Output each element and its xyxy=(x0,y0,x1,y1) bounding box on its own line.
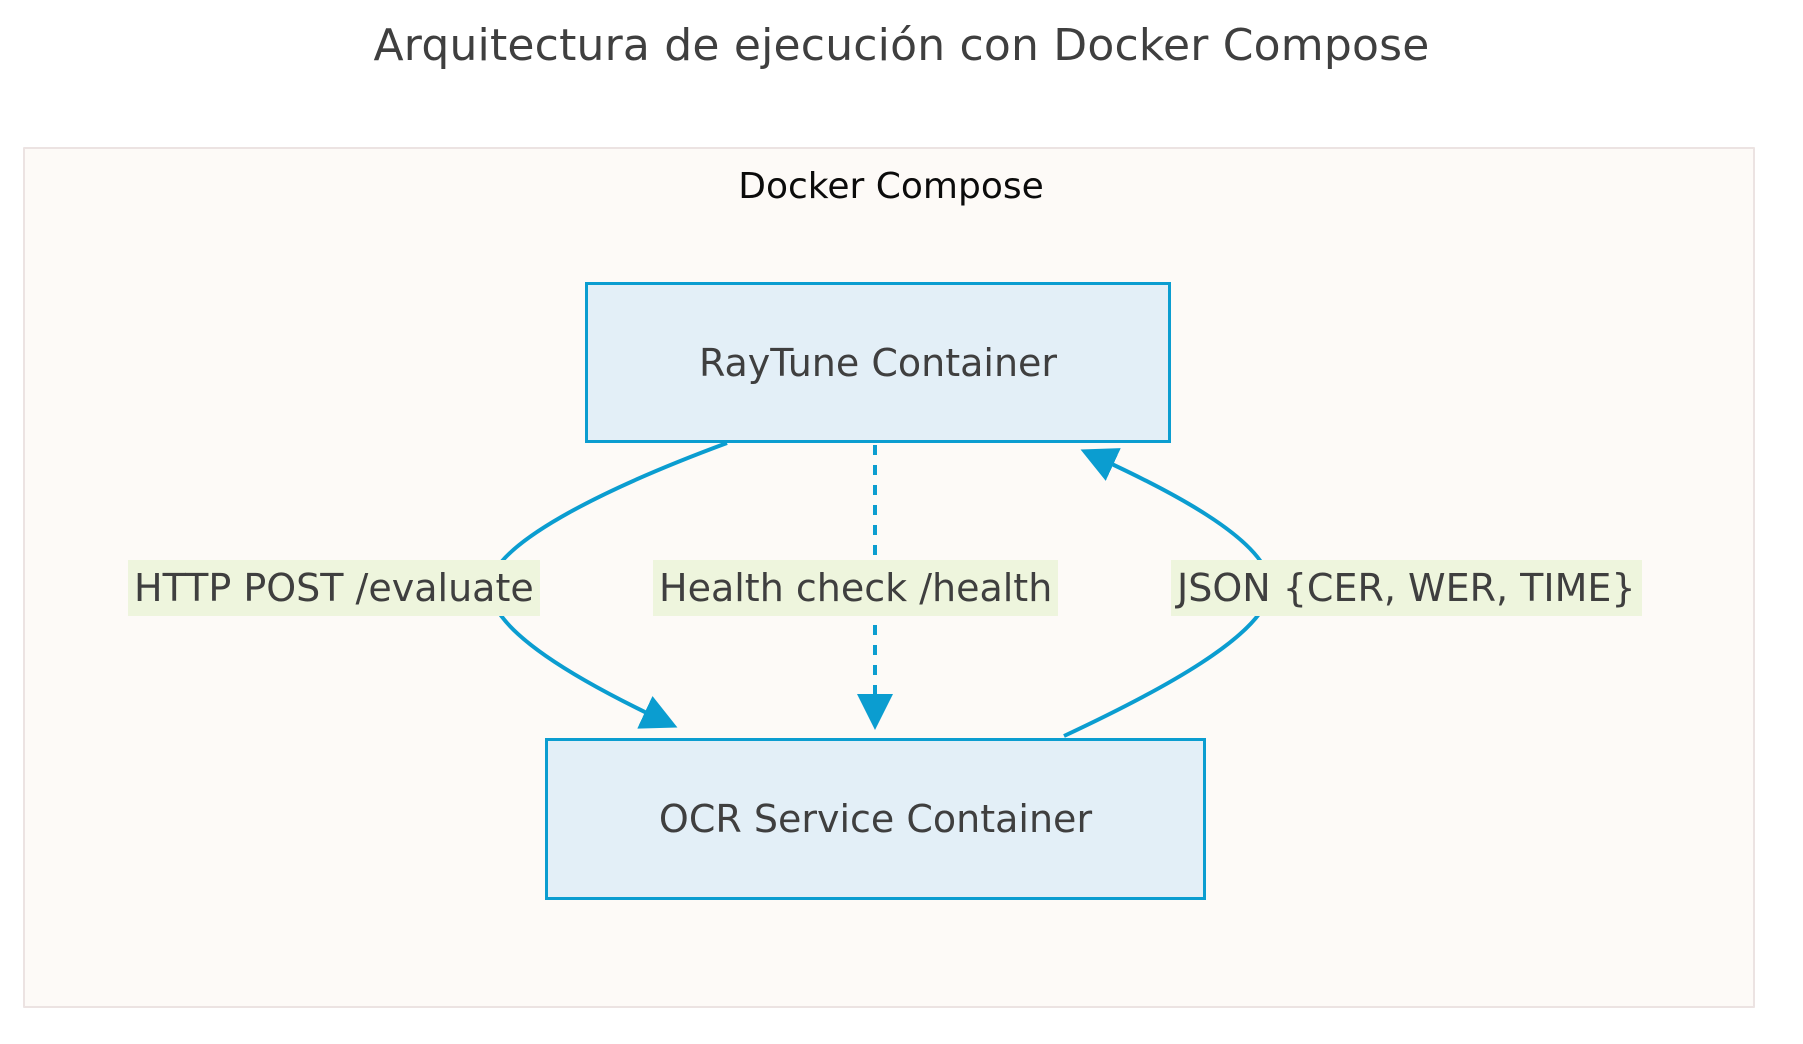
page-title: Arquitectura de ejecución con Docker Com… xyxy=(373,20,1430,71)
cluster-label: Docker Compose xyxy=(738,166,1044,207)
edge-label-health-check: Health check /health xyxy=(653,560,1059,616)
node-raytune-container[interactable]: RayTune Container xyxy=(585,282,1171,443)
node-raytune-label: RayTune Container xyxy=(698,340,1058,385)
edge-label-http-post-evaluate: HTTP POST /evaluate xyxy=(128,560,540,616)
node-ocr-service-container[interactable]: OCR Service Container xyxy=(545,738,1206,900)
edge-label-json-response: JSON {CER, WER, TIME} xyxy=(1171,560,1642,616)
node-ocr-label: OCR Service Container xyxy=(658,797,1093,841)
